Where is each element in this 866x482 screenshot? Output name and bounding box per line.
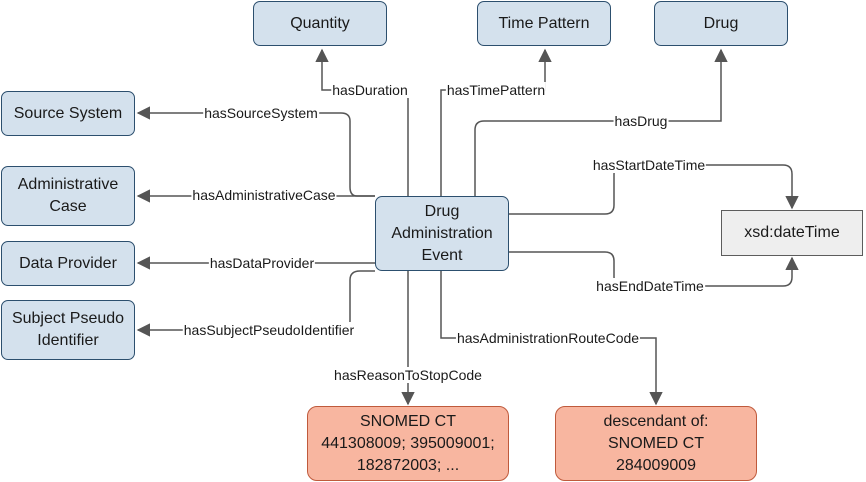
edge-label-has-time-pattern: hasTimePattern	[445, 82, 547, 98]
node-label: Time Pattern	[498, 14, 590, 32]
edge-label-has-administration-route-code: hasAdministrationRouteCode	[455, 330, 641, 346]
edge-label-has-reason-to-stop-code: hasReasonToStopCode	[333, 367, 483, 383]
node-label: xsd:dateTime	[744, 224, 840, 241]
node-subject-pseudo-identifier: Subject Pseudo Identifier	[1, 300, 135, 360]
edge-has-drug	[474, 48, 728, 196]
node-snomed-route-code: descendant of: SNOMED CT 284009009	[555, 406, 757, 481]
edge-label-has-start-date-time: hasStartDateTime	[591, 157, 707, 173]
node-label: Drug	[703, 14, 739, 32]
node-label: Data Provider	[19, 254, 117, 272]
node-label: Drug Administration Event	[391, 202, 493, 264]
node-source-system: Source System	[1, 91, 135, 136]
edge-label-has-end-date-time: hasEndDateTime	[595, 278, 705, 294]
edge-label-has-duration: hasDuration	[331, 82, 409, 98]
node-label: Administrative Case	[17, 176, 119, 215]
node-drug-administration-event: Drug Administration Event	[375, 196, 509, 271]
node-label: SNOMED CT 441308009; 395009001; 18287200…	[321, 412, 495, 474]
node-label: Source System	[13, 104, 123, 122]
edge-has-duration	[315, 48, 409, 196]
node-label: Quantity	[290, 14, 350, 32]
edge-label-has-source-system: hasSourceSystem	[203, 105, 319, 121]
edge-label-has-administrative-case: hasAdministrativeCase	[191, 187, 337, 203]
node-administrative-case: Administrative Case	[1, 166, 135, 226]
edge-label-has-data-provider: hasDataProvider	[208, 255, 316, 271]
edge-has-source-system	[136, 106, 375, 197]
node-time-pattern: Time Pattern	[477, 1, 611, 46]
node-drug: Drug	[654, 1, 788, 46]
edge-label-has-drug: hasDrug	[613, 113, 669, 129]
node-label: descendant of: SNOMED CT 284009009	[603, 412, 709, 474]
edge-label-has-subject-pseudo-identifier: hasSubjectPseudoIdentifier	[182, 322, 356, 338]
node-snomed-stop-codes: SNOMED CT 441308009; 395009001; 18287200…	[307, 406, 509, 481]
node-xsd-datetime: xsd:dateTime	[721, 210, 863, 256]
edge-has-time-pattern	[440, 48, 552, 196]
node-data-provider: Data Provider	[1, 241, 135, 286]
node-quantity: Quantity	[253, 1, 387, 46]
node-label: Subject Pseudo Identifier	[11, 310, 125, 349]
